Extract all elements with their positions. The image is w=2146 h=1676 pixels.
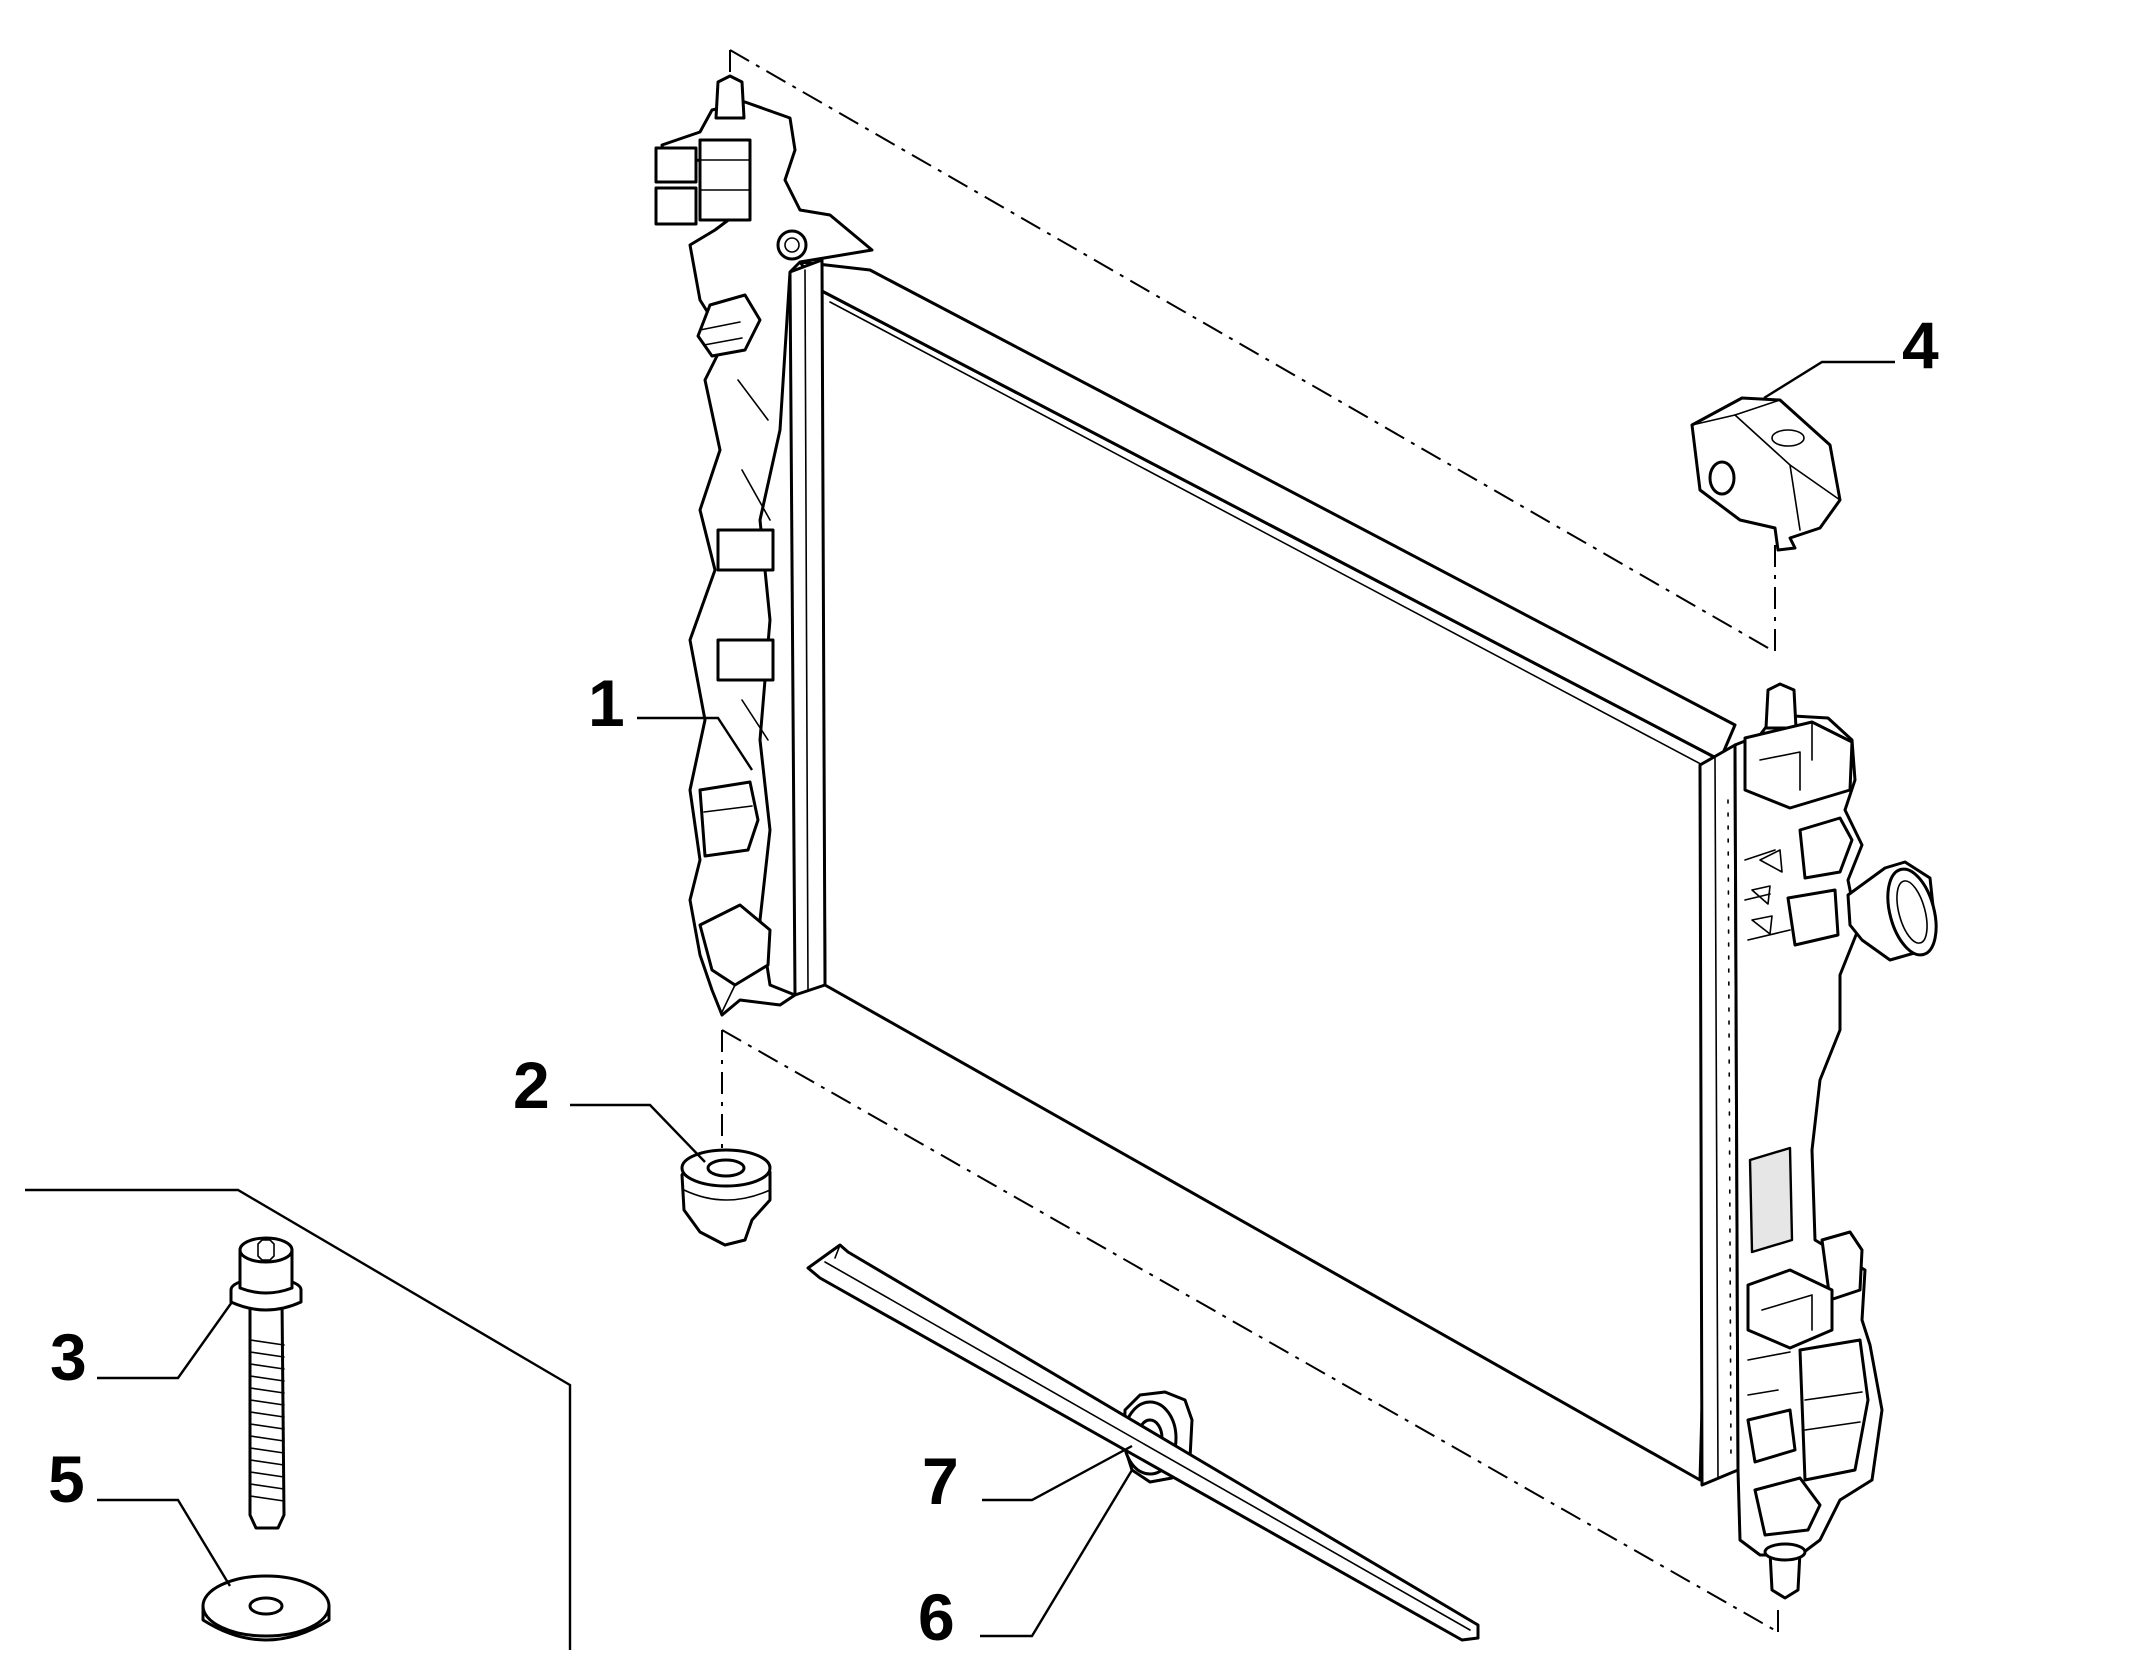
callout-6: 6 bbox=[918, 1580, 955, 1654]
mount-hole-icon bbox=[1708, 460, 1736, 496]
callout-2: 2 bbox=[513, 1048, 550, 1122]
radiator-core bbox=[818, 288, 1722, 1482]
callout-1: 1 bbox=[588, 666, 625, 740]
assembly-guide-lines bbox=[721, 49, 1779, 1633]
torx-recess-icon bbox=[257, 1239, 275, 1261]
radiator-right-tank bbox=[1698, 743, 1740, 1487]
leader-line-7 bbox=[982, 1444, 1133, 1502]
radiator-left-bolt-icon bbox=[776, 229, 808, 261]
upper-right-rubber-mount bbox=[1690, 396, 1842, 552]
screw bbox=[229, 1236, 303, 1530]
radiator-left-top-pin bbox=[714, 74, 746, 120]
leader-lines bbox=[97, 360, 1895, 1638]
radiator-left-tank bbox=[788, 258, 827, 997]
leader-line-4 bbox=[1763, 360, 1895, 400]
callout-3: 3 bbox=[50, 1320, 87, 1394]
leader-line-3 bbox=[97, 1301, 233, 1380]
callout-numbers: 1 2 3 4 5 6 7 bbox=[48, 308, 1939, 1654]
leader-line-1 bbox=[637, 716, 754, 771]
callout-7: 7 bbox=[922, 1444, 959, 1518]
kit-bracket-line bbox=[25, 1188, 572, 1650]
leader-line-2 bbox=[570, 1103, 706, 1163]
callout-4: 4 bbox=[1902, 308, 1939, 382]
leader-line-6 bbox=[980, 1469, 1134, 1638]
radiator-assembly bbox=[654, 74, 1938, 1600]
washer-hole-icon bbox=[248, 1596, 284, 1616]
mount-hole-icon bbox=[706, 1158, 746, 1178]
washer bbox=[201, 1574, 331, 1642]
leader-line-5 bbox=[97, 1498, 232, 1587]
seal-strip bbox=[806, 1243, 1480, 1642]
callout-5: 5 bbox=[48, 1442, 85, 1516]
radiator-right-top-pin bbox=[1764, 682, 1798, 730]
lower-left-rubber-mount bbox=[680, 1148, 772, 1247]
